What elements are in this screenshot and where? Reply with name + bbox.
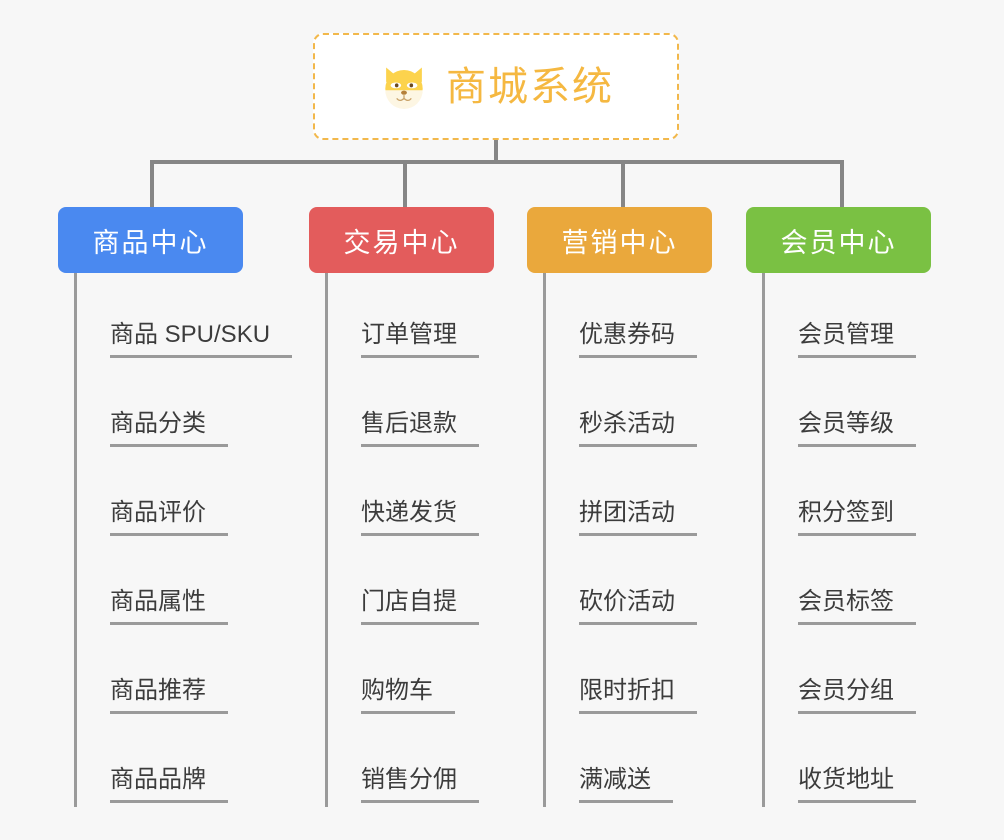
leaf-label: 会员等级	[798, 410, 916, 447]
connector-drop-1	[150, 160, 154, 207]
list-item[interactable]: 商品分类	[77, 362, 243, 451]
leaf-label: 商品分类	[110, 410, 228, 447]
leaf-label: 订单管理	[361, 321, 479, 358]
list-item[interactable]: 秒杀活动	[546, 362, 712, 451]
root-node-title: 商城系统	[446, 64, 614, 109]
leaf-label: 满减送	[579, 766, 673, 803]
leaf-list-product-center: 商品 SPU/SKU 商品分类 商品评价 商品属性 商品推荐 商品品牌	[74, 273, 293, 807]
connector-drop-4	[840, 160, 844, 207]
list-item[interactable]: 会员分组	[765, 629, 931, 718]
category-box-trade-center[interactable]: 交易中心	[309, 207, 494, 273]
leaf-label: 拼团活动	[579, 499, 697, 536]
category-box-member-center[interactable]: 会员中心	[746, 207, 931, 273]
leaf-label: 砍价活动	[579, 588, 697, 625]
list-item[interactable]: 积分签到	[765, 451, 931, 540]
connector-drop-2	[403, 160, 407, 207]
list-item[interactable]: 购物车	[328, 629, 494, 718]
leaf-label: 商品属性	[110, 588, 228, 625]
leaf-label: 商品品牌	[110, 766, 228, 803]
column-marketing-center: 营销中心 优惠券码 秒杀活动 拼团活动 砍价活动 限时折扣 满减送	[527, 207, 712, 807]
column-trade-center: 交易中心 订单管理 售后退款 快递发货 门店自提 购物车 销售分佣	[309, 207, 494, 807]
list-item[interactable]: 拼团活动	[546, 451, 712, 540]
category-box-marketing-center[interactable]: 营销中心	[527, 207, 712, 273]
leaf-label: 购物车	[361, 677, 455, 714]
leaf-label: 快递发货	[361, 499, 479, 536]
leaf-label: 优惠券码	[579, 321, 697, 358]
list-item[interactable]: 优惠券码	[546, 273, 712, 362]
connector-stem	[494, 140, 498, 164]
list-item[interactable]: 快递发货	[328, 451, 494, 540]
leaf-label: 秒杀活动	[579, 410, 697, 447]
list-item[interactable]: 砍价活动	[546, 540, 712, 629]
leaf-label: 限时折扣	[579, 677, 697, 714]
list-item[interactable]: 商品属性	[77, 540, 243, 629]
list-item[interactable]: 商品评价	[77, 451, 243, 540]
column-product-center: 商品中心 商品 SPU/SKU 商品分类 商品评价 商品属性 商品推荐 商品品牌	[58, 207, 293, 807]
leaf-label: 售后退款	[361, 410, 479, 447]
leaf-label: 门店自提	[361, 588, 479, 625]
leaf-label: 会员管理	[798, 321, 916, 358]
leaf-label: 商品 SPU/SKU	[110, 321, 293, 358]
leaf-list-trade-center: 订单管理 售后退款 快递发货 门店自提 购物车 销售分佣	[325, 273, 494, 807]
column-member-center: 会员中心 会员管理 会员等级 积分签到 会员标签 会员分组 收货地址	[746, 207, 931, 807]
leaf-label: 会员标签	[798, 588, 916, 625]
category-label: 会员中心	[780, 227, 897, 258]
list-item[interactable]: 会员标签	[765, 540, 931, 629]
list-item[interactable]: 销售分佣	[328, 718, 494, 807]
category-label: 营销中心	[561, 227, 678, 258]
list-item[interactable]: 限时折扣	[546, 629, 712, 718]
shiba-dog-face-icon	[385, 67, 423, 109]
list-item[interactable]: 门店自提	[328, 540, 494, 629]
list-item[interactable]: 订单管理	[328, 273, 494, 362]
list-item[interactable]: 满减送	[546, 718, 712, 807]
connector-drop-3	[621, 160, 625, 207]
list-item[interactable]: 商品推荐	[77, 629, 243, 718]
leaf-label: 销售分佣	[361, 766, 479, 803]
list-item[interactable]: 收货地址	[765, 718, 931, 807]
connector-bus	[150, 160, 840, 164]
leaf-label: 商品评价	[110, 499, 228, 536]
list-item[interactable]: 会员等级	[765, 362, 931, 451]
category-label: 商品中心	[92, 227, 209, 258]
list-item[interactable]: 商品品牌	[77, 718, 243, 807]
root-node-mall-system[interactable]: 商城系统	[313, 33, 679, 140]
category-label: 交易中心	[343, 227, 460, 258]
category-box-product-center[interactable]: 商品中心	[58, 207, 243, 273]
leaf-label: 积分签到	[798, 499, 916, 536]
leaf-label: 会员分组	[798, 677, 916, 714]
list-item[interactable]: 售后退款	[328, 362, 494, 451]
leaf-list-marketing-center: 优惠券码 秒杀活动 拼团活动 砍价活动 限时折扣 满减送	[543, 273, 712, 807]
leaf-list-member-center: 会员管理 会员等级 积分签到 会员标签 会员分组 收货地址	[762, 273, 931, 807]
leaf-label: 收货地址	[798, 766, 916, 803]
list-item[interactable]: 会员管理	[765, 273, 931, 362]
list-item[interactable]: 商品 SPU/SKU	[77, 273, 293, 362]
leaf-label: 商品推荐	[110, 677, 228, 714]
